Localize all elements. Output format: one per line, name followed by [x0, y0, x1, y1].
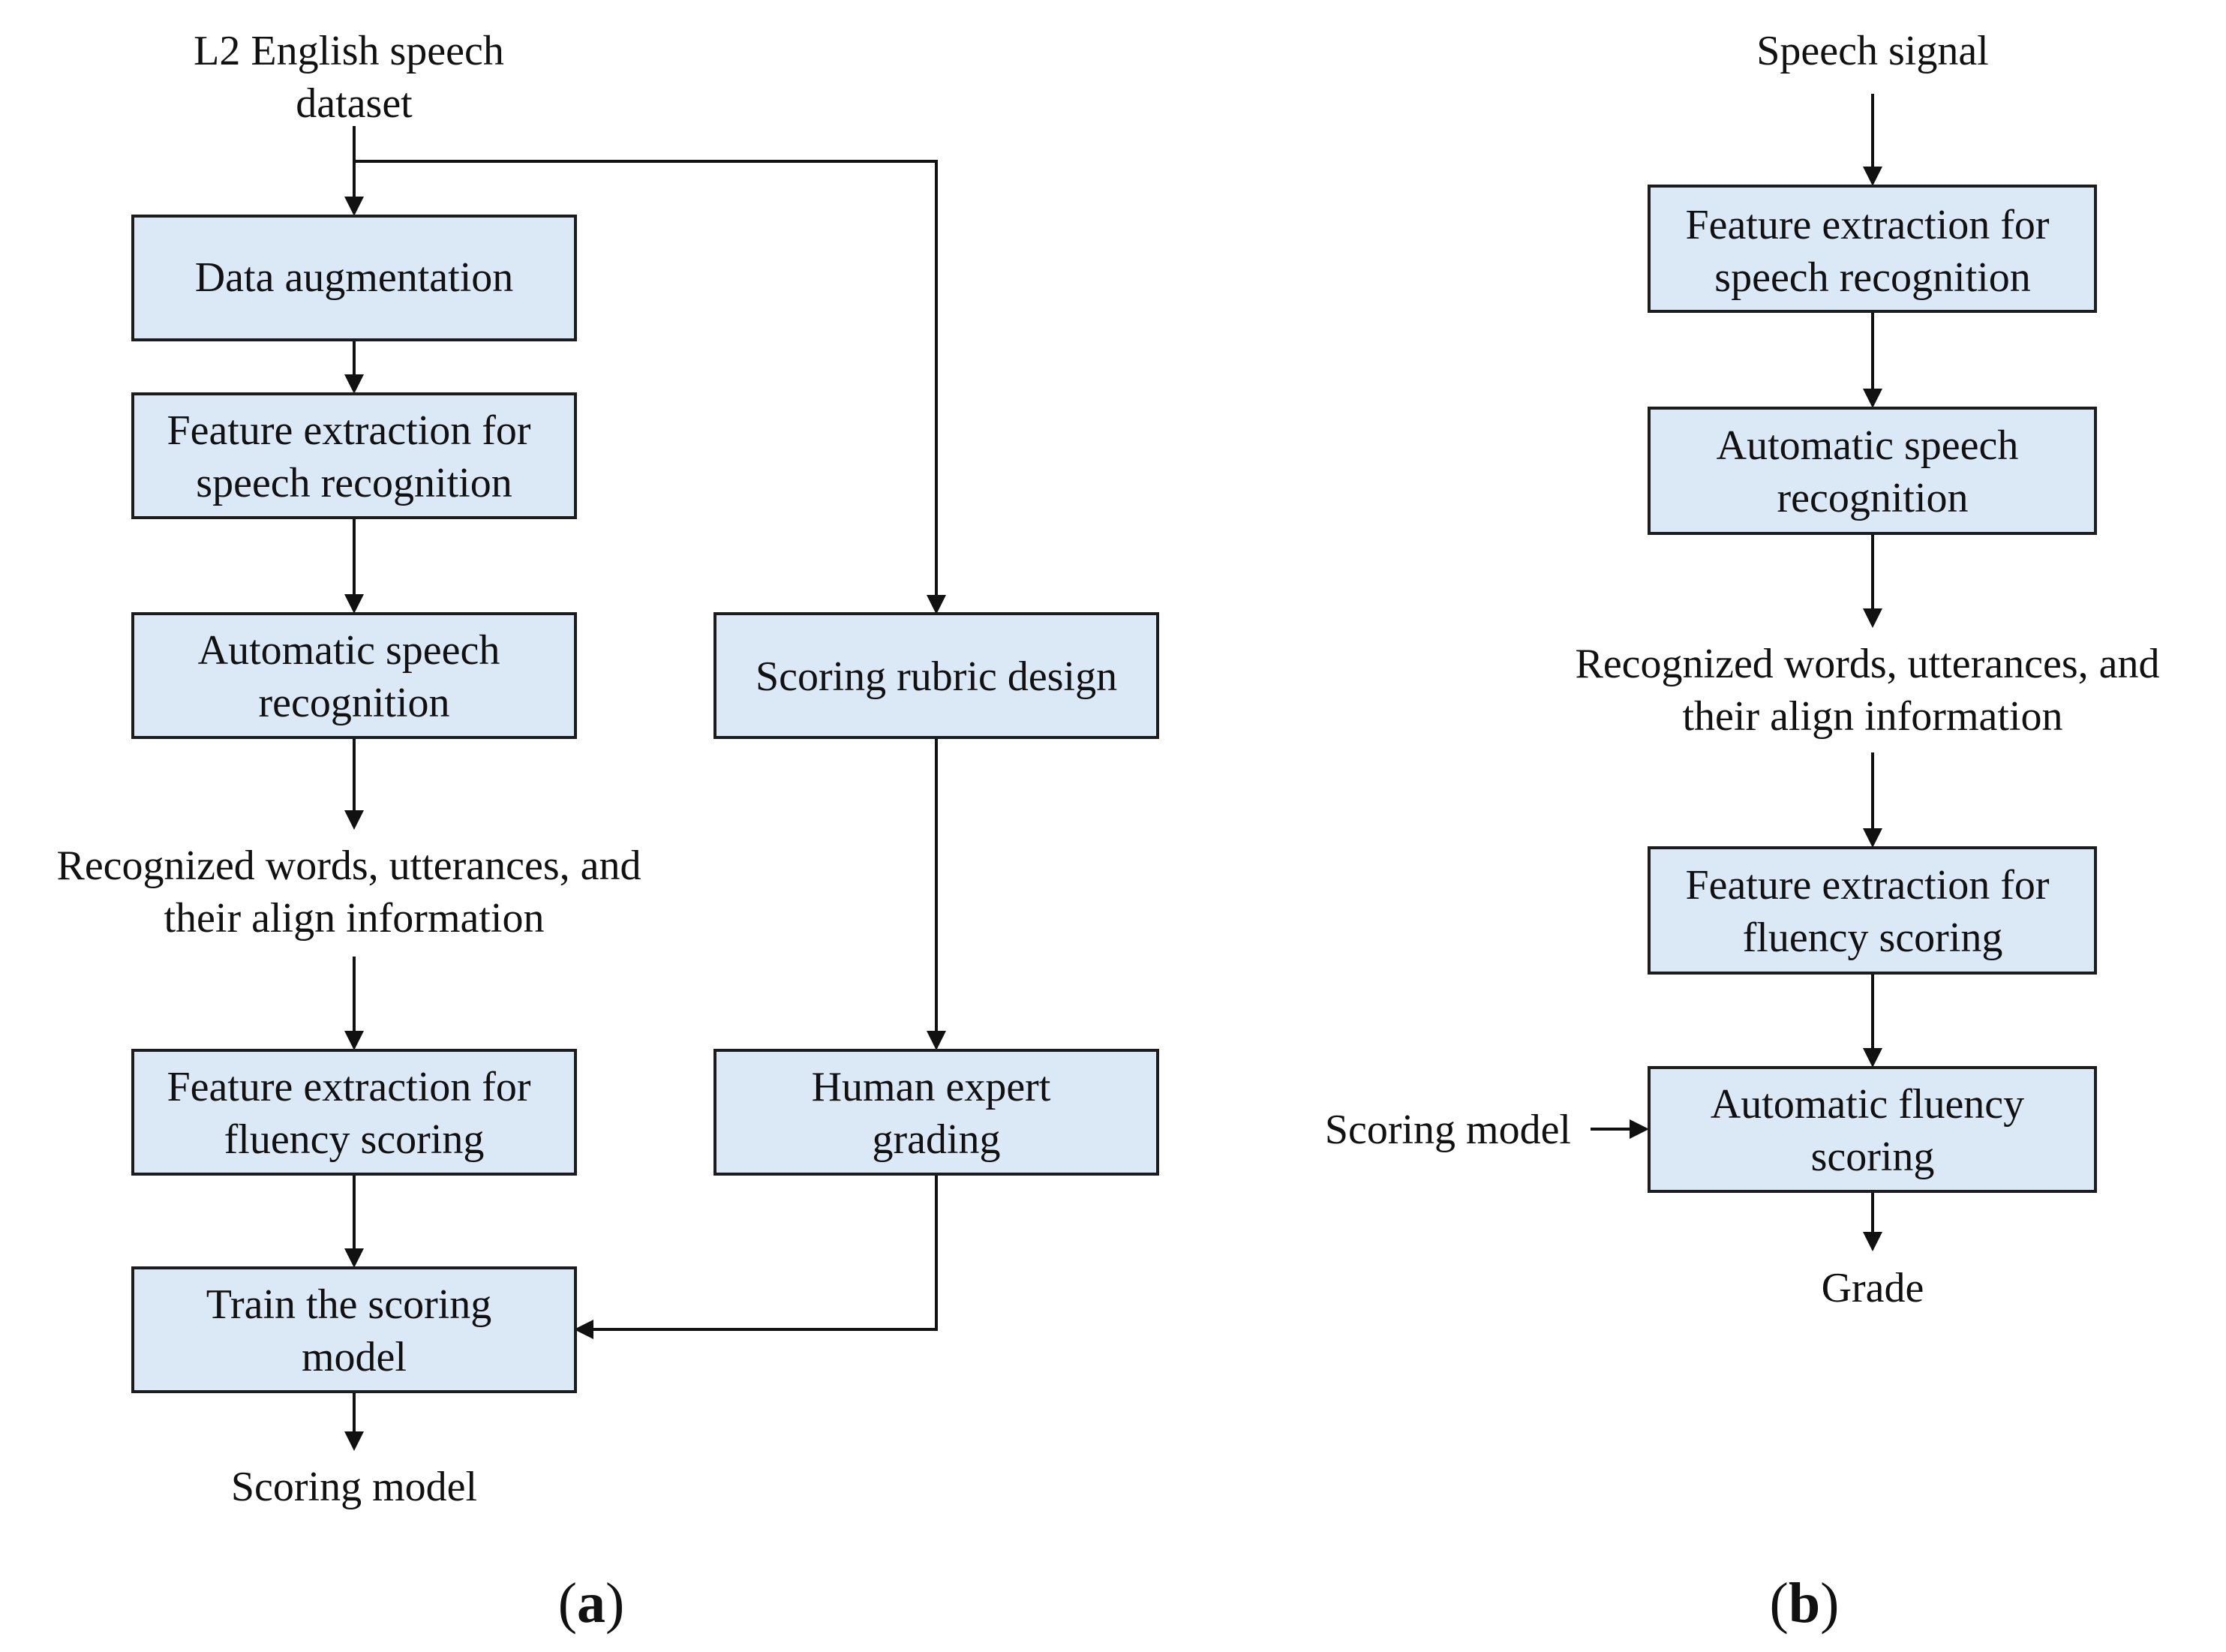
- panel-b-connectors: [1591, 94, 1882, 1251]
- arrowhead: [1863, 389, 1882, 408]
- data-augmentation-box: Data augmentation: [131, 215, 577, 341]
- arrowhead: [574, 1320, 593, 1339]
- svg-text:Feature extraction for: Feature extraction for speech recognitio…: [167, 407, 541, 506]
- panel-a-caption: (a): [558, 1572, 625, 1635]
- arrowhead: [927, 595, 946, 614]
- feature-extraction-speech-box-a: Feature extraction for speech recognitio…: [131, 392, 577, 519]
- feature-extraction-fluency-box-b: Feature extraction for fluency scoring: [1648, 846, 2097, 975]
- feature-extraction-speech-box-b: Feature extraction for speech recognitio…: [1648, 185, 2097, 313]
- scoring-model-input-label: Scoring model: [1325, 1107, 1571, 1153]
- arrowhead: [1863, 608, 1882, 628]
- human-expert-grading-box: Human expert grading: [713, 1049, 1159, 1176]
- recognized-label-b: Recognized words, utterances, and their …: [1575, 641, 2170, 740]
- panel-a: L2 English speech dataset Data augmentat…: [56, 28, 1159, 1635]
- arrowhead: [344, 1248, 364, 1268]
- panel-b: Speech signal Feature extraction for spe…: [1325, 28, 2170, 1635]
- arrowhead: [1863, 828, 1882, 848]
- arrowhead: [927, 1031, 946, 1050]
- scoring-rubric-design-box: Scoring rubric design: [713, 612, 1159, 739]
- arrowhead: [1863, 1048, 1882, 1068]
- arrowhead: [344, 594, 364, 614]
- scoring-model-output-label: Scoring model: [231, 1464, 477, 1510]
- train-scoring-model-box: Train the scoring model: [131, 1266, 577, 1393]
- arrowhead: [344, 1431, 364, 1451]
- svg-text:Automatic fluency scor: Automatic fluency scoring: [1711, 1081, 2035, 1180]
- svg-text:Scoring rubric design: Scoring rubric design: [756, 653, 1117, 700]
- grade-label: Grade: [1822, 1265, 1924, 1311]
- arrowhead: [1630, 1119, 1649, 1139]
- speech-signal-label: Speech signal: [1756, 28, 1988, 74]
- svg-text:Human expert grading: Human expert grading: [812, 1064, 1062, 1163]
- arrowhead: [1863, 1232, 1882, 1251]
- feature-extraction-fluency-box-a: Feature extraction for fluency scoring: [131, 1049, 577, 1176]
- asr-box-b: Automatic speech recognition: [1648, 407, 2097, 535]
- arrowhead: [1863, 167, 1882, 186]
- recognized-label-a: Recognized words, utterances, and their …: [56, 843, 651, 942]
- connector-grading-to-train: [589, 1174, 938, 1331]
- arrowhead: [344, 810, 364, 830]
- arrowhead: [344, 197, 364, 216]
- svg-text:Train the scoring mode: Train the scoring model: [206, 1281, 503, 1380]
- dataset-label: L2 English speech dataset: [194, 28, 515, 127]
- connector-dataset-to-rubric: [354, 160, 938, 596]
- automatic-fluency-scoring-box: Automatic fluency scoring: [1648, 1066, 2097, 1193]
- svg-text:Automatic speech recog: Automatic speech recognition: [1717, 422, 2029, 521]
- svg-text:Feature extraction for: Feature extraction for speech recognitio…: [1685, 202, 2059, 301]
- svg-text:Automatic speech recog: Automatic speech recognition: [198, 627, 511, 726]
- arrowhead: [344, 1031, 364, 1050]
- arrowhead: [344, 374, 364, 394]
- svg-text:Feature extraction for: Feature extraction for fluency scoring: [167, 1064, 541, 1163]
- asr-box-a: Automatic speech recognition: [131, 612, 577, 739]
- svg-text:Data augmentation: Data augmentation: [195, 254, 514, 301]
- panel-a-connectors: [344, 126, 946, 1451]
- svg-text:Feature extraction for: Feature extraction for fluency scoring: [1685, 862, 2059, 961]
- panel-b-caption: (b): [1770, 1572, 1840, 1635]
